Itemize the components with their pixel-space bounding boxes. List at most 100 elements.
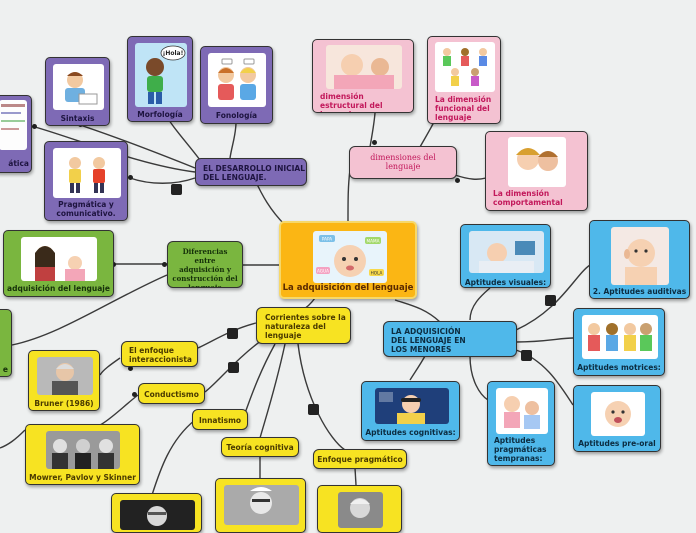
- link-central-dimensiones: [347, 169, 351, 223]
- hub-diferencias[interactable]: Diferencias entre adquisición y construc…: [167, 241, 243, 288]
- hub-desarrollo[interactable]: EL DESARROLLO INICIAL DEL LENGUAJE.: [195, 158, 307, 186]
- node-innatismo[interactable]: Innatismo: [192, 409, 248, 430]
- node-motrices[interactable]: Aptitudes motrices:: [573, 308, 665, 376]
- link-corrientes-interaccionista: [197, 322, 257, 349]
- label-preoral: Aptitudes pre-oral: [578, 439, 656, 448]
- link-menores-visuales: [469, 287, 491, 321]
- knob-corrientes-c[interactable]: [308, 404, 319, 415]
- node-comportamental[interactable]: La dimensión comportamental: [485, 131, 588, 211]
- dot-1: [32, 124, 37, 129]
- node-preoral[interactable]: Aptitudes pre-oral: [573, 385, 661, 452]
- node-interaccionista[interactable]: El enfoque interaccionista: [121, 341, 198, 367]
- thumb-fonologia: [208, 53, 266, 107]
- thumb-auditivas: [611, 227, 669, 285]
- thumb-mowrer: [46, 431, 120, 469]
- node-fonologia[interactable]: Fonología: [200, 46, 273, 124]
- central-node[interactable]: PAPA MAMA AGUA HOLA La adquisición del l…: [279, 221, 417, 299]
- node-cognitiva[interactable]: Teoría cognitiva: [221, 437, 299, 457]
- word-papa: PAPA: [322, 237, 332, 242]
- label-pragmatica: Pragmática y comunicativo.: [56, 200, 116, 218]
- node-visuales[interactable]: Aptitudes visuales:: [460, 224, 551, 288]
- thumb-bruner: [37, 357, 93, 395]
- knob-menores-a[interactable]: [545, 295, 556, 306]
- knob-desarrollo[interactable]: [171, 184, 182, 195]
- node-adquisicion-cut[interactable]: ática: [0, 95, 32, 173]
- label-estructural: dimensión estructural del lenguaje: [320, 92, 383, 112]
- dot-3: [128, 175, 133, 180]
- label-edge-cut: e: [2, 365, 8, 374]
- label-adquisicion-cut: ática: [8, 159, 29, 168]
- label-cognitivas: Aptitudes cognitivas:: [365, 428, 456, 437]
- node-pragmaticas[interactable]: Aptitudes pragmáticas tempranas:: [487, 381, 555, 466]
- link-dimensiones-funcional: [419, 119, 436, 148]
- node-funcional[interactable]: La dimensión funcional del lenguaje: [427, 36, 501, 124]
- dot-7: [455, 178, 460, 183]
- label-bruner: Bruner (1986): [34, 399, 94, 408]
- link-mowrer-offscreen: [0, 429, 26, 449]
- label-menores: LA ADQUISICIÓN DEL LENGUAJE EN LOS MENOR…: [391, 327, 466, 354]
- thumb-piaget: [224, 485, 299, 525]
- thumb-adquisicion: [0, 100, 27, 150]
- thumb-adquisicion-lenguaje: [21, 237, 97, 281]
- node-cognitivas[interactable]: Aptitudes cognitivas:: [361, 381, 460, 441]
- label-desarrollo: EL DESARROLLO INICIAL DEL LENGUAJE.: [203, 164, 306, 182]
- dot-8: [128, 366, 133, 371]
- node-pragmatico-photo[interactable]: [317, 485, 402, 533]
- node-mowrer[interactable]: Mowrer, Pavlov y Skinner: [25, 424, 140, 485]
- label-mowrer: Mowrer, Pavlov y Skinner: [29, 473, 136, 482]
- label-adquisicion-lenguaje: adquisición del lenguaje: [7, 284, 110, 293]
- thumb-preoral: [591, 392, 645, 436]
- link-pragmatico-photo: [354, 467, 357, 486]
- link-menores-auditivas: [515, 264, 591, 331]
- word-hola: HOLA: [371, 271, 383, 276]
- link-corrientes-innatismo: [244, 343, 276, 414]
- link-menores-motrices: [515, 337, 574, 343]
- label-visuales: Aptitudes visuales:: [464, 278, 547, 287]
- hub-menores[interactable]: LA ADQUISICIÓN DEL LENGUAJE EN LOS MENOR…: [383, 321, 517, 357]
- baby-photo: PAPA MAMA AGUA HOLA: [313, 231, 387, 283]
- knob-corrientes-a[interactable]: [227, 328, 238, 339]
- central-title: La adquisición del lenguaje: [282, 283, 414, 293]
- thumb-visuales: [469, 231, 544, 273]
- label-comportamental: La dimensión comportamental: [493, 189, 563, 207]
- knob-menores-b[interactable]: [521, 350, 532, 361]
- link-desarrollo-pragmatica: [129, 177, 196, 184]
- node-auditivas[interactable]: 2. Aptitudes auditivas: [589, 220, 690, 299]
- link-dimensiones-comportamental: [454, 174, 487, 180]
- dot-9: [132, 392, 137, 397]
- link-desarrollo-sintaxis: [79, 124, 196, 169]
- label-diferencias: Diferencias entre adquisición y construc…: [172, 247, 238, 288]
- node-pragmatico[interactable]: Enfoque pragmático: [313, 449, 407, 469]
- node-adquisicion-lenguaje[interactable]: adquisición del lenguaje: [3, 230, 114, 297]
- node-piaget-photo[interactable]: [215, 478, 306, 533]
- link-corrientes-cognitiva: [259, 343, 286, 439]
- link-central-menores: [394, 299, 441, 323]
- word-agua: AGUA: [317, 269, 329, 274]
- link-interaccionista-bruner: [99, 357, 121, 376]
- thumb-comportamental: [508, 137, 566, 187]
- hub-corrientes[interactable]: Corrientes sobre la naturaleza del lengu…: [256, 307, 351, 344]
- thumb-pragmatica: [53, 148, 121, 198]
- node-pragmatica[interactable]: Pragmática y comunicativo.: [44, 141, 128, 221]
- link-central-desarrollo: [254, 179, 286, 226]
- node-estructural[interactable]: dimensión estructural del lenguaje: [312, 39, 414, 113]
- node-edge-cut[interactable]: e: [0, 309, 12, 377]
- node-morfologia[interactable]: ¡Hola! Morfología: [127, 36, 193, 122]
- link-conductismo-mowrer: [99, 394, 139, 426]
- node-chomsky-photo[interactable]: [111, 493, 202, 533]
- thumb-pragmatico: [338, 492, 383, 528]
- label-dimensiones: dimensiones del lenguaje: [370, 153, 436, 171]
- thumb-estructural: [326, 45, 402, 89]
- node-conductismo[interactable]: Conductismo: [138, 383, 205, 404]
- dot-5: [162, 262, 167, 267]
- link-desarrollo-fonologia: [229, 121, 237, 159]
- thumb-pragmaticas: [496, 388, 548, 434]
- node-bruner[interactable]: Bruner (1986): [28, 350, 100, 411]
- label-funcional: La dimensión funcional del lenguaje: [435, 95, 492, 122]
- hub-dimensiones[interactable]: dimensiones del lenguaje: [349, 146, 457, 179]
- thumb-morfologia: ¡Hola!: [135, 43, 187, 107]
- thumb-cognitivas: [375, 388, 449, 424]
- node-sintaxis[interactable]: Sintaxis: [45, 57, 110, 126]
- label-pragmatico: Enfoque pragmático: [317, 455, 403, 464]
- knob-corrientes-b[interactable]: [228, 362, 239, 373]
